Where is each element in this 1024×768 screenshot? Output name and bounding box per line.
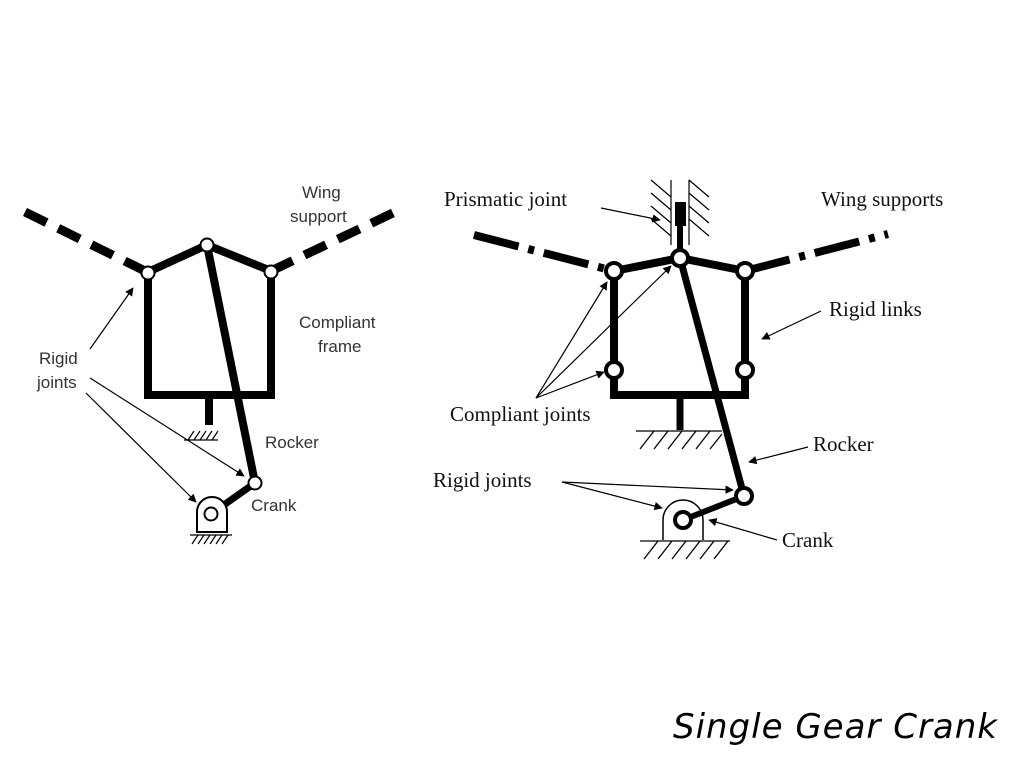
left-rigid-joints-label-line1: Rigid <box>39 349 78 368</box>
left-ground-hatch <box>184 430 219 441</box>
slide-caption: Single Gear Crank <box>673 707 998 747</box>
right-crank-ground-hatch <box>640 540 730 560</box>
left-joint-frame-top <box>199 237 215 253</box>
left-joint-frame-left <box>140 265 156 281</box>
right-wing-support-left <box>473 231 615 275</box>
left-rigid-joints-label-line2: joints <box>36 373 77 392</box>
right-rocker-link <box>676 257 748 497</box>
right-rigid-links-frame <box>610 253 749 399</box>
right-compliant-joint-bottom-right <box>735 360 755 380</box>
right-crank-base <box>662 499 704 540</box>
right-crank-link <box>681 493 746 523</box>
right-compliant-joint-bottom-left <box>604 360 624 380</box>
right-wing-support-right <box>743 230 890 275</box>
left-compliant-frame-label-line2: frame <box>318 337 361 356</box>
right-joint-rocker-crank <box>734 486 754 506</box>
right-rigid-joints-label: Rigid joints <box>433 468 532 492</box>
left-joint-crank-pivot <box>203 506 219 522</box>
left-rocker-link <box>203 244 259 484</box>
right-joint-crank-pivot <box>673 510 693 530</box>
right-ground-hatch <box>636 430 723 450</box>
left-joint-rocker-crank <box>247 475 263 491</box>
right-prismatic-slider <box>675 202 686 226</box>
left-wing-support-label-line1: Wing <box>302 183 341 202</box>
left-rigid-joints-arrows <box>85 287 245 503</box>
right-compliant-joint-top-left <box>604 261 624 281</box>
right-rocker-label: Rocker <box>813 432 874 456</box>
left-crank-label: Crank <box>251 496 297 515</box>
right-compliant-joints-label: Compliant joints <box>450 402 591 426</box>
left-compliant-frame <box>144 240 275 399</box>
right-rigid-links-label: Rigid links <box>829 297 922 321</box>
left-crank-ground-hatch <box>190 534 232 545</box>
left-rocker-label: Rocker <box>265 433 319 452</box>
right-wing-supports-label: Wing supports <box>821 187 943 211</box>
right-mechanism-diagram: Prismatic joint Wing supports Rigid link… <box>433 179 943 560</box>
left-compliant-frame-label-line1: Compliant <box>299 313 376 332</box>
left-wing-support-right <box>269 207 397 276</box>
left-wing-support-label-line2: support <box>290 207 347 226</box>
left-wing-support-left <box>23 207 149 277</box>
left-joint-frame-right <box>263 264 279 280</box>
left-mechanism-diagram: Wing support Compliant frame Rigid joint… <box>23 183 397 545</box>
right-compliant-joint-top-right <box>735 261 755 281</box>
right-prismatic-joint-label: Prismatic joint <box>444 187 567 211</box>
right-annotation-arrows <box>535 207 822 541</box>
right-crank-label: Crank <box>782 528 834 552</box>
right-joint-top-center <box>670 248 690 268</box>
